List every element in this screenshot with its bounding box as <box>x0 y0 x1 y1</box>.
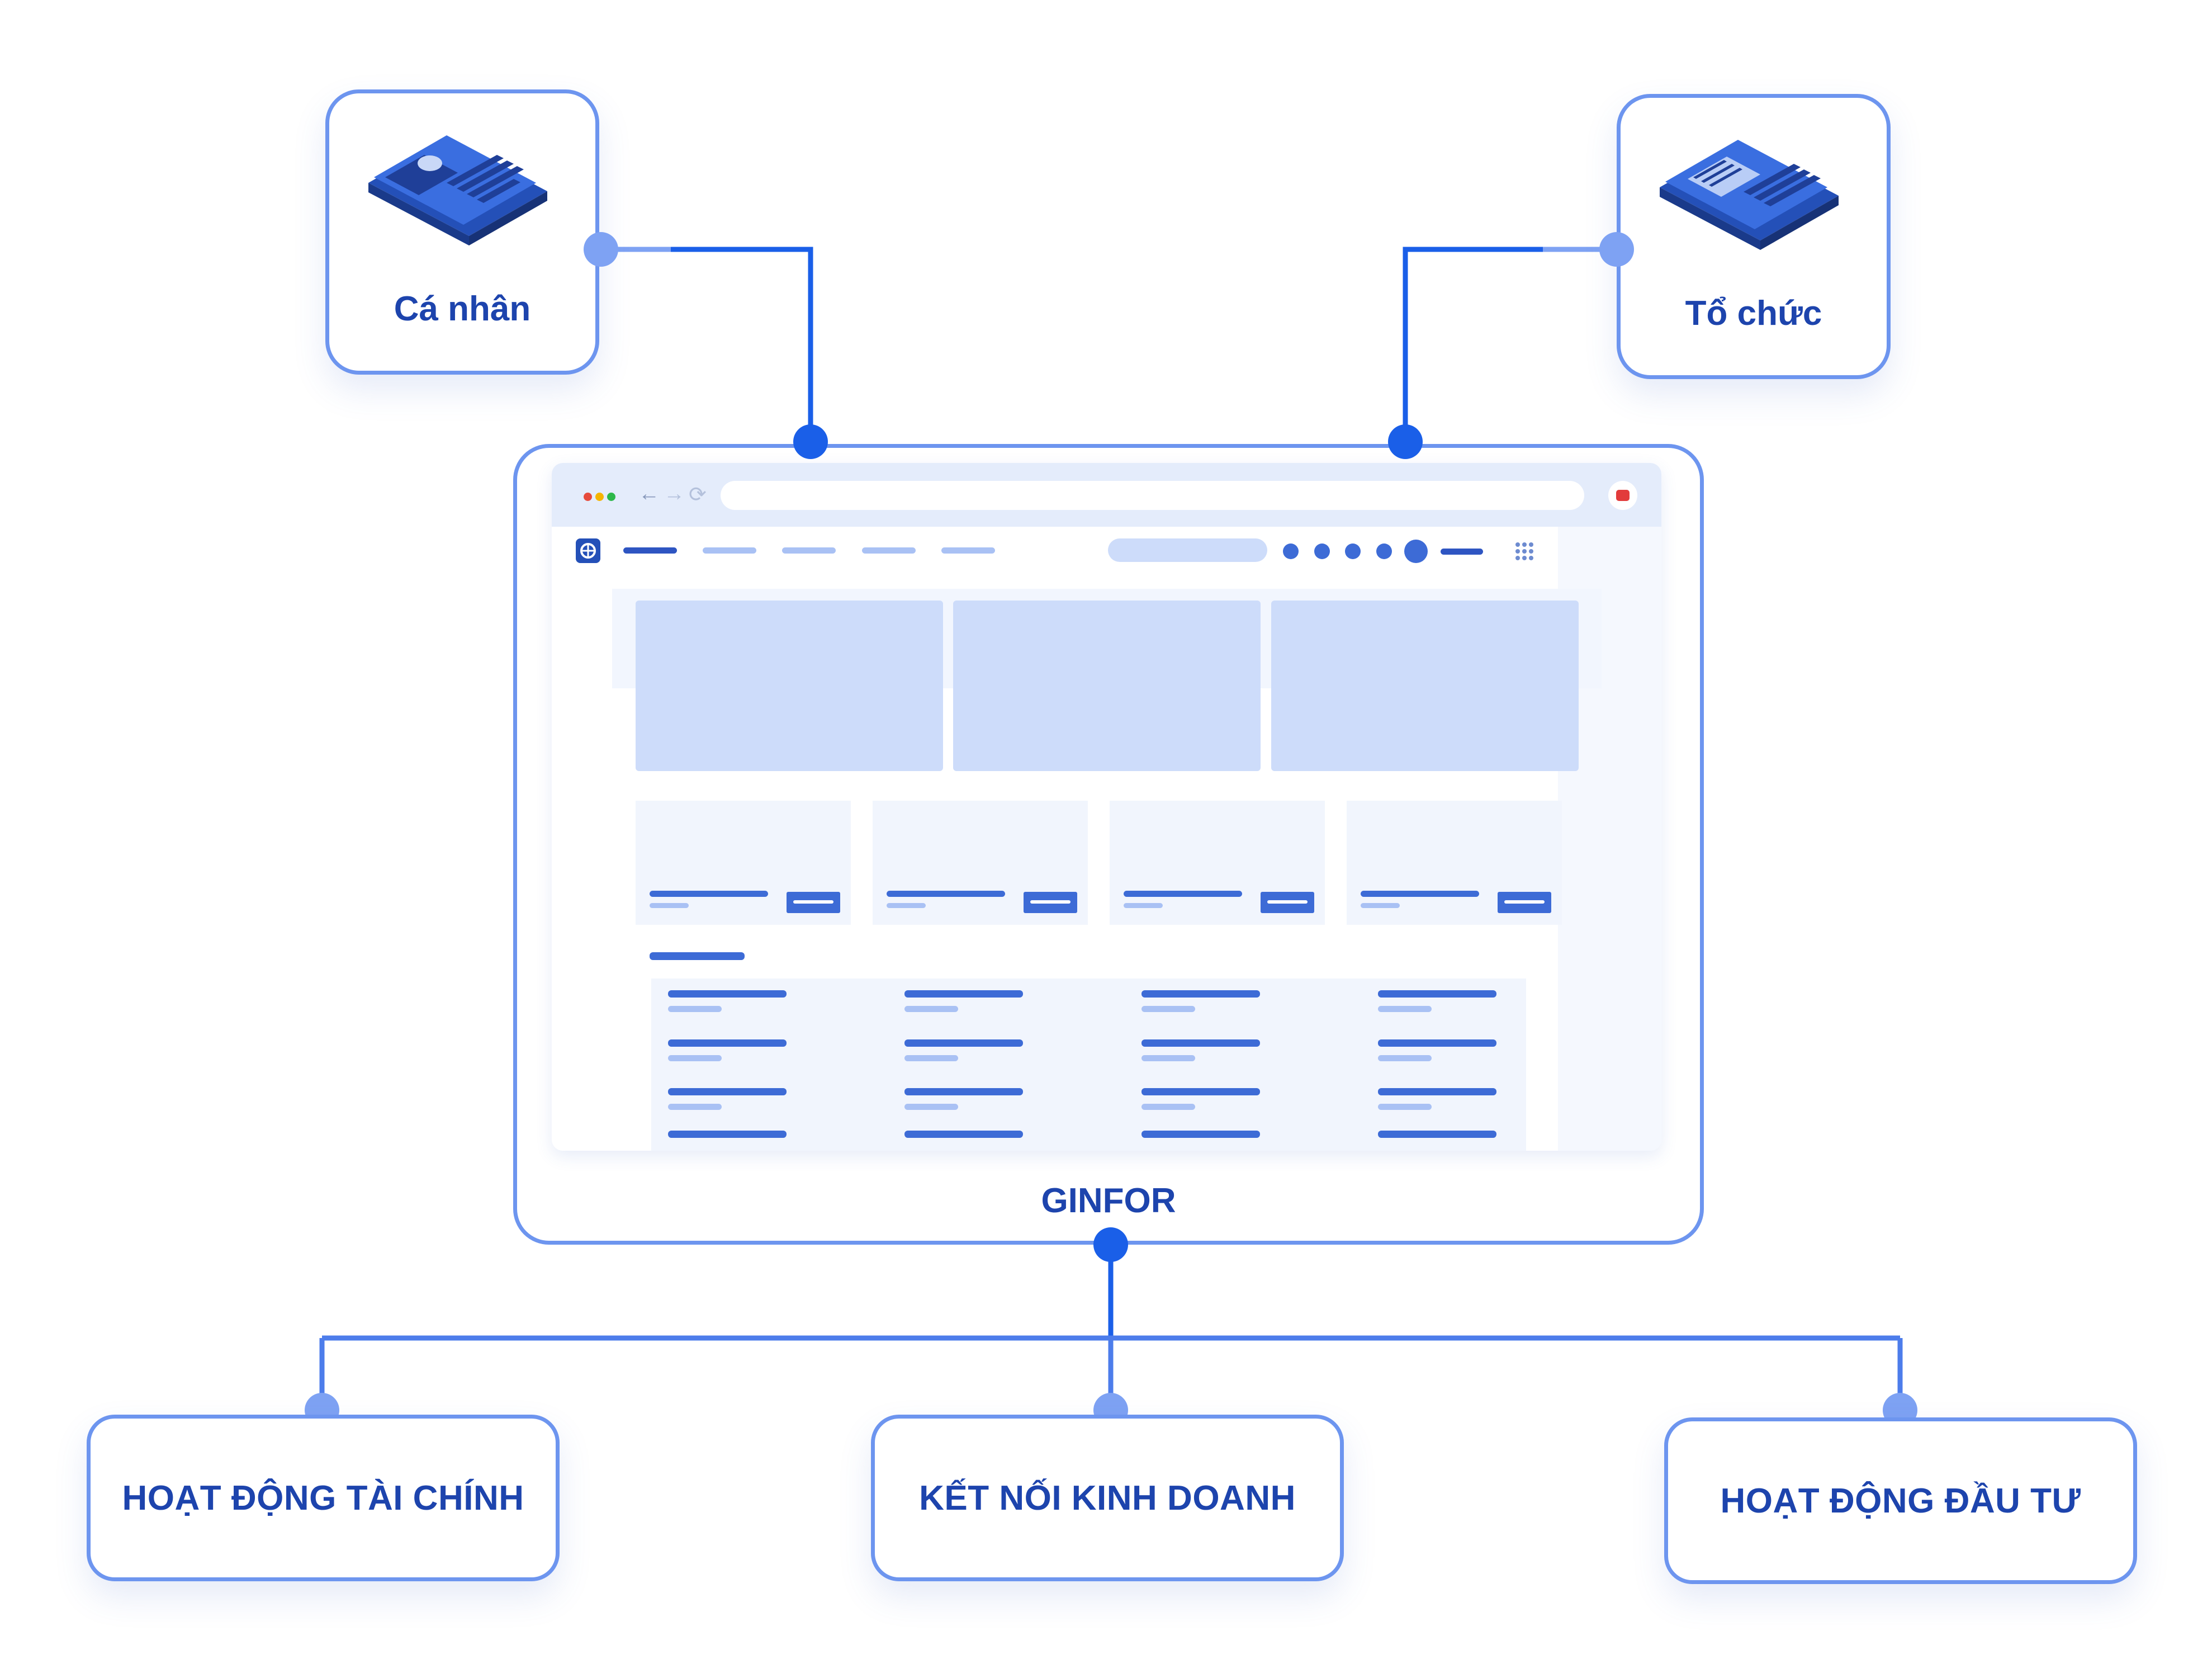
hero-card-2 <box>953 601 1261 771</box>
nav-item-4 <box>862 547 916 554</box>
list-line-c2-r3 <box>904 1039 1023 1047</box>
list-section <box>651 979 1526 1151</box>
list-line-c2-r1 <box>904 990 1023 998</box>
browser-mockup: ← → ⟳ <box>552 463 1661 1151</box>
list-line-c1-r3 <box>668 1039 787 1047</box>
list-line-c3-r5 <box>1141 1088 1260 1095</box>
list-line-c2-r7 <box>904 1131 1023 1138</box>
ginfor-label: GINFOR <box>1041 1181 1176 1220</box>
apps-grid-icon <box>1513 540 1536 563</box>
forward-arrow-icon: → <box>664 482 685 505</box>
list-line-c1-r7 <box>668 1131 787 1138</box>
nav-item-1 <box>623 547 677 554</box>
list-line-c3-r6 <box>1141 1104 1195 1110</box>
list-line-c1-r5 <box>668 1088 787 1095</box>
node-personal: Cá nhân <box>325 89 599 375</box>
list-line-c2-r5 <box>904 1088 1023 1095</box>
organization-document-icon <box>1654 126 1855 274</box>
list-line-c4-r5 <box>1378 1088 1496 1095</box>
product-title-1 <box>650 891 768 897</box>
list-line-c2-r4 <box>904 1055 958 1061</box>
product-title-3 <box>1124 891 1242 897</box>
product-sub-3 <box>1124 903 1163 908</box>
nav-dot-4 <box>1376 543 1392 559</box>
nav-dot-3 <box>1345 543 1361 559</box>
avatar <box>1404 540 1428 563</box>
person-id-card-icon <box>363 121 564 270</box>
nav-item-3 <box>782 547 836 554</box>
hero-card-1 <box>636 601 943 771</box>
list-line-c3-r4 <box>1141 1055 1195 1061</box>
nav-item-2 <box>703 547 756 554</box>
page-left-gutter <box>552 580 605 1151</box>
address-bar <box>721 481 1584 510</box>
connector-dot-personal-in <box>793 424 828 459</box>
node-business: KẾT NỐI KINH DOANH <box>871 1415 1344 1581</box>
video-icon <box>1616 490 1630 501</box>
list-line-c4-r1 <box>1378 990 1496 998</box>
account-name-bar <box>1441 549 1483 555</box>
connector-personal <box>601 247 813 442</box>
site-search-bar <box>1108 538 1267 562</box>
list-line-c4-r2 <box>1378 1006 1432 1012</box>
list-line-c3-r3 <box>1141 1039 1260 1047</box>
list-line-c4-r3 <box>1378 1039 1496 1047</box>
list-line-c4-r4 <box>1378 1055 1432 1061</box>
product-sub-4 <box>1361 903 1400 908</box>
node-finance: HOẠT ĐỘNG TÀI CHÍNH <box>87 1415 560 1581</box>
product-title-4 <box>1361 891 1479 897</box>
node-invest-label: HOẠT ĐỘNG ĐẦU TƯ <box>1720 1481 2081 1520</box>
maximize-dot-icon <box>607 493 615 501</box>
site-logo-icon <box>576 538 600 563</box>
nav-dot-2 <box>1314 543 1330 559</box>
connector-dot-personal-out <box>584 232 618 267</box>
product-title-2 <box>887 891 1005 897</box>
node-personal-label: Cá nhân <box>394 290 531 328</box>
product-button-4 <box>1498 892 1551 913</box>
hero-card-3 <box>1271 601 1579 771</box>
list-line-c2-r2 <box>904 1006 958 1012</box>
reload-icon: ⟳ <box>689 483 707 507</box>
section-heading <box>650 952 745 960</box>
list-line-c3-r1 <box>1141 990 1260 998</box>
connector-organization <box>1403 247 1617 442</box>
browser-titlebar: ← → ⟳ <box>552 463 1661 527</box>
list-line-c3-r7 <box>1141 1131 1260 1138</box>
extension-button <box>1608 481 1637 510</box>
list-line-c4-r7 <box>1378 1131 1496 1138</box>
node-organization: Tổ chức <box>1617 94 1891 379</box>
list-line-c1-r1 <box>668 990 787 998</box>
product-button-1 <box>787 892 840 913</box>
product-sub-2 <box>887 903 926 908</box>
product-sub-1 <box>650 903 689 908</box>
list-line-c2-r6 <box>904 1104 958 1110</box>
product-button-2 <box>1024 892 1077 913</box>
node-invest: HOẠT ĐỘNG ĐẦU TƯ <box>1664 1417 2137 1584</box>
connector-dot-center-out <box>1093 1227 1128 1262</box>
list-line-c3-r2 <box>1141 1006 1195 1012</box>
list-line-c4-r6 <box>1378 1104 1432 1110</box>
nav-dot-1 <box>1283 543 1299 559</box>
node-organization-label: Tổ chức <box>1685 294 1822 333</box>
nav-item-5 <box>941 547 995 554</box>
list-line-c1-r6 <box>668 1104 722 1110</box>
node-finance-label: HOẠT ĐỘNG TÀI CHÍNH <box>122 1478 524 1518</box>
connector-dot-organization-in <box>1388 424 1423 459</box>
list-line-c1-r2 <box>668 1006 722 1012</box>
product-button-3 <box>1261 892 1314 913</box>
connector-dot-organization-out <box>1599 232 1634 267</box>
list-line-c1-r4 <box>668 1055 722 1061</box>
back-arrow-icon: ← <box>638 482 660 505</box>
minimize-dot-icon <box>595 493 604 501</box>
close-dot-icon <box>584 493 592 501</box>
node-business-label: KẾT NỐI KINH DOANH <box>919 1478 1296 1518</box>
